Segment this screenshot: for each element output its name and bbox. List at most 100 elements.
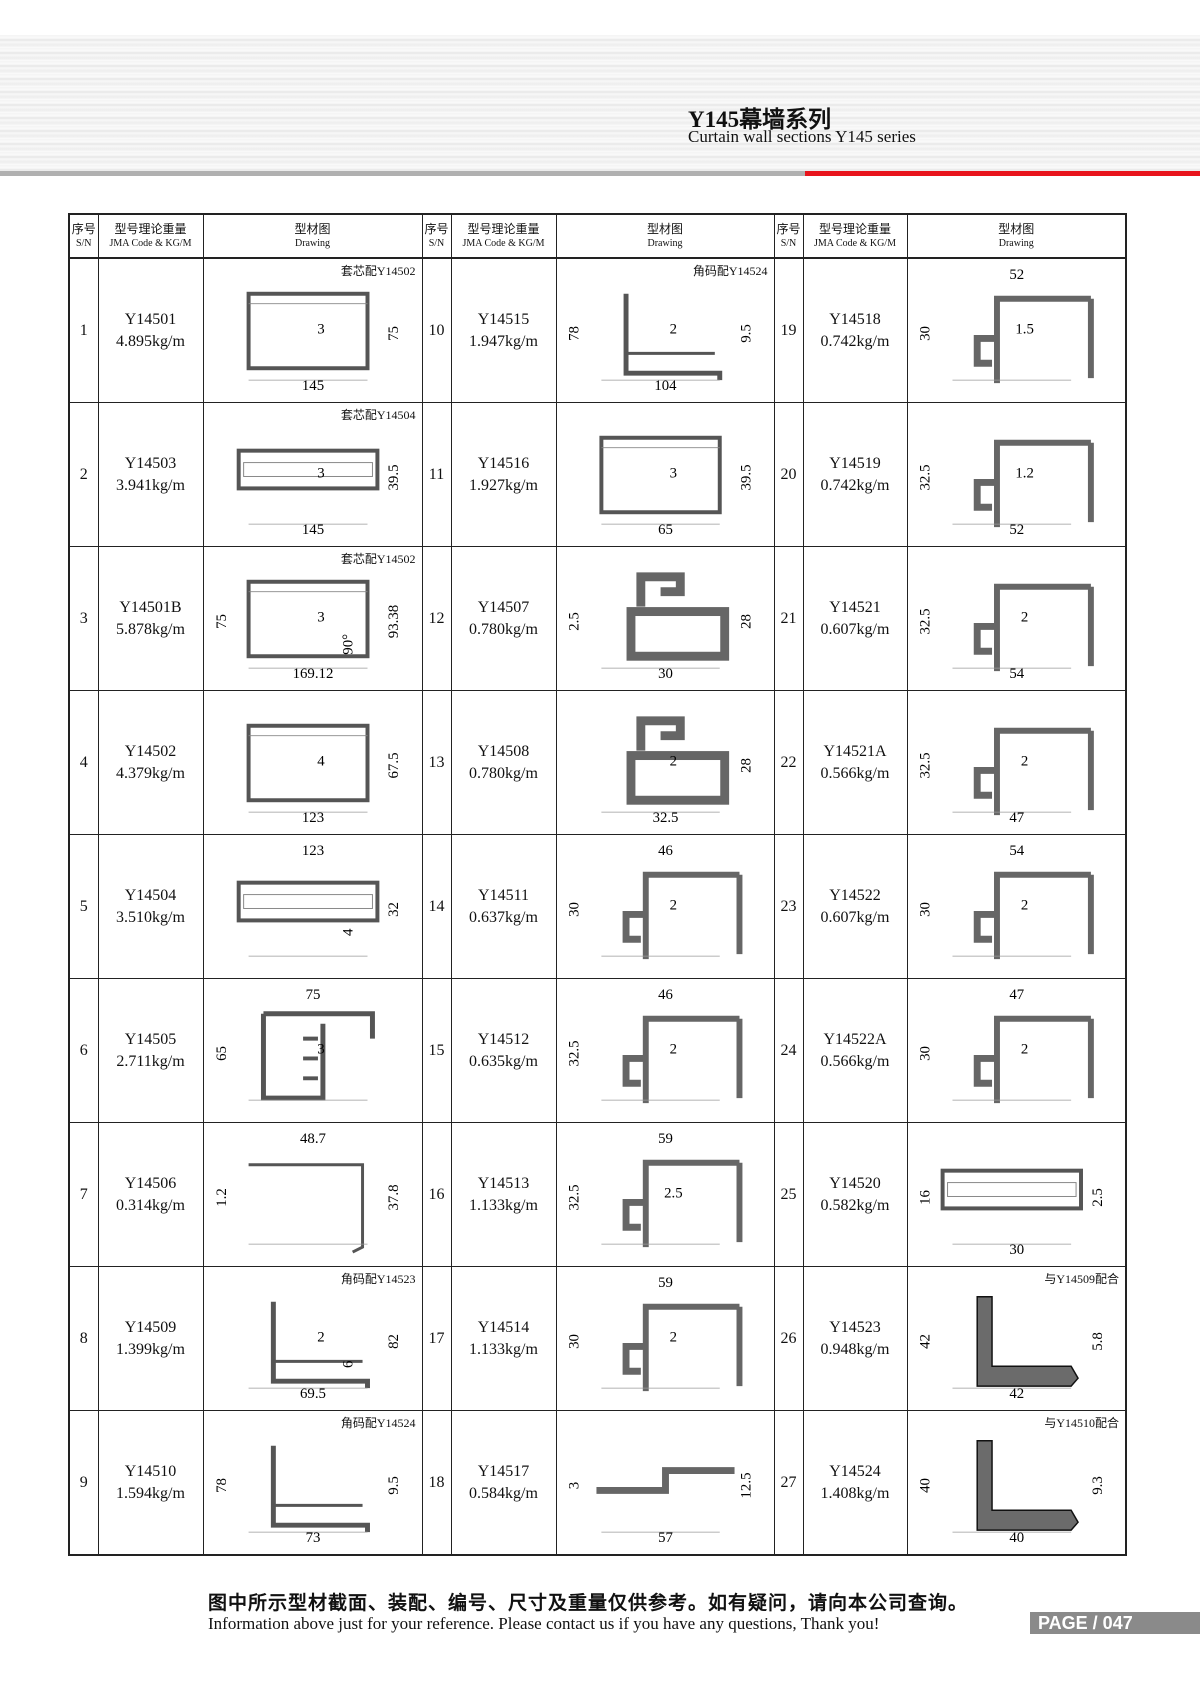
dimension-label: 2 bbox=[669, 321, 676, 337]
profile-shape bbox=[236, 880, 379, 923]
dimension-label: 3 bbox=[317, 609, 324, 625]
profile-weight: 5.878kg/m bbox=[116, 620, 185, 638]
profile-weight: 1.927kg/m bbox=[469, 476, 538, 494]
dimension-label: 59 bbox=[658, 1131, 673, 1147]
dimension-label: 2.5 bbox=[664, 1185, 682, 1201]
dimension-label: 1.2 bbox=[1015, 465, 1034, 481]
profile-weight: 0.582kg/m bbox=[820, 1196, 890, 1214]
profile-code: Y14516 bbox=[477, 454, 530, 472]
profile-code: Y14518 bbox=[829, 310, 881, 328]
dimension-label: 123 bbox=[301, 843, 323, 859]
dimension-label: 2.5 bbox=[566, 612, 582, 631]
serial-number: 20 bbox=[773, 402, 804, 547]
page-title: Y145幕墙系列 bbox=[688, 107, 832, 132]
profile-code: Y14521 bbox=[829, 598, 881, 616]
dimension-label: 145 bbox=[301, 522, 323, 538]
dimension-label: 169.12 bbox=[292, 666, 333, 682]
dimension-label: 32.5 bbox=[566, 1040, 582, 1066]
dimension-label: 40 bbox=[917, 1478, 933, 1493]
profile-weight: 1.947kg/m bbox=[469, 332, 538, 350]
dimension-label: 2 bbox=[669, 1329, 676, 1345]
dimension-label: 52 bbox=[1009, 522, 1024, 538]
dimension-label: 30 bbox=[917, 902, 933, 917]
serial-number: 11 bbox=[421, 402, 452, 547]
dimension-label: 2 bbox=[669, 897, 676, 913]
profile-weight: 0.637kg/m bbox=[469, 908, 538, 926]
profile-weight: 0.607kg/m bbox=[820, 620, 890, 638]
profile-weight: 0.780kg/m bbox=[469, 764, 538, 782]
profile-shape bbox=[248, 1163, 364, 1254]
dimension-label: 104 bbox=[654, 378, 677, 394]
profile-code: Y14501 bbox=[124, 310, 177, 328]
dimension-label: 75 bbox=[213, 614, 229, 629]
dimension-label: 32 bbox=[386, 902, 402, 917]
profile-weight: 2.711kg/m bbox=[116, 1052, 185, 1070]
dimension-label: 52 bbox=[1009, 267, 1024, 283]
dimension-label: 78 bbox=[566, 326, 582, 341]
profile-shape bbox=[246, 723, 369, 803]
profile-code: Y14520 bbox=[829, 1174, 881, 1192]
dimension-label: 1.2 bbox=[213, 1188, 229, 1207]
profile-weight: 0.566kg/m bbox=[820, 1052, 890, 1070]
profile-shape bbox=[246, 579, 369, 659]
serial-number: 12 bbox=[421, 546, 452, 691]
dimension-label: 9.3 bbox=[1089, 1476, 1105, 1495]
header-band bbox=[0, 35, 1200, 171]
serial-number: 1 bbox=[68, 257, 99, 403]
dimension-label: 30 bbox=[1009, 1242, 1024, 1258]
dimension-label: 40 bbox=[1009, 1530, 1024, 1546]
dimension-label: 47 bbox=[1009, 810, 1024, 826]
profile-section-drawing: 78 2 9.5 104 bbox=[566, 293, 754, 394]
dimension-label: 9.5 bbox=[738, 324, 754, 343]
serial-number: 27 bbox=[773, 1410, 804, 1556]
profile-weight: 0.584kg/m bbox=[469, 1484, 538, 1502]
profile-shape bbox=[973, 439, 1094, 528]
profile-code: Y14514 bbox=[477, 1318, 530, 1336]
dimension-label: 9.5 bbox=[386, 1476, 402, 1495]
dimension-label: 2 bbox=[1020, 753, 1027, 769]
disclaimer-en: Information above just for your referenc… bbox=[208, 1614, 880, 1633]
profile-weight: 3.941kg/m bbox=[116, 476, 185, 494]
page-subtitle: Curtain wall sections Y145 series bbox=[688, 127, 916, 146]
serial-number: 2 bbox=[68, 402, 99, 547]
dimension-label: 75 bbox=[305, 987, 320, 1003]
profile-section-drawing: 40 9.3 40 bbox=[917, 1440, 1105, 1546]
profile-code: Y14505 bbox=[124, 1030, 177, 1048]
fitting-note: 角码配Y14524 bbox=[692, 264, 768, 278]
